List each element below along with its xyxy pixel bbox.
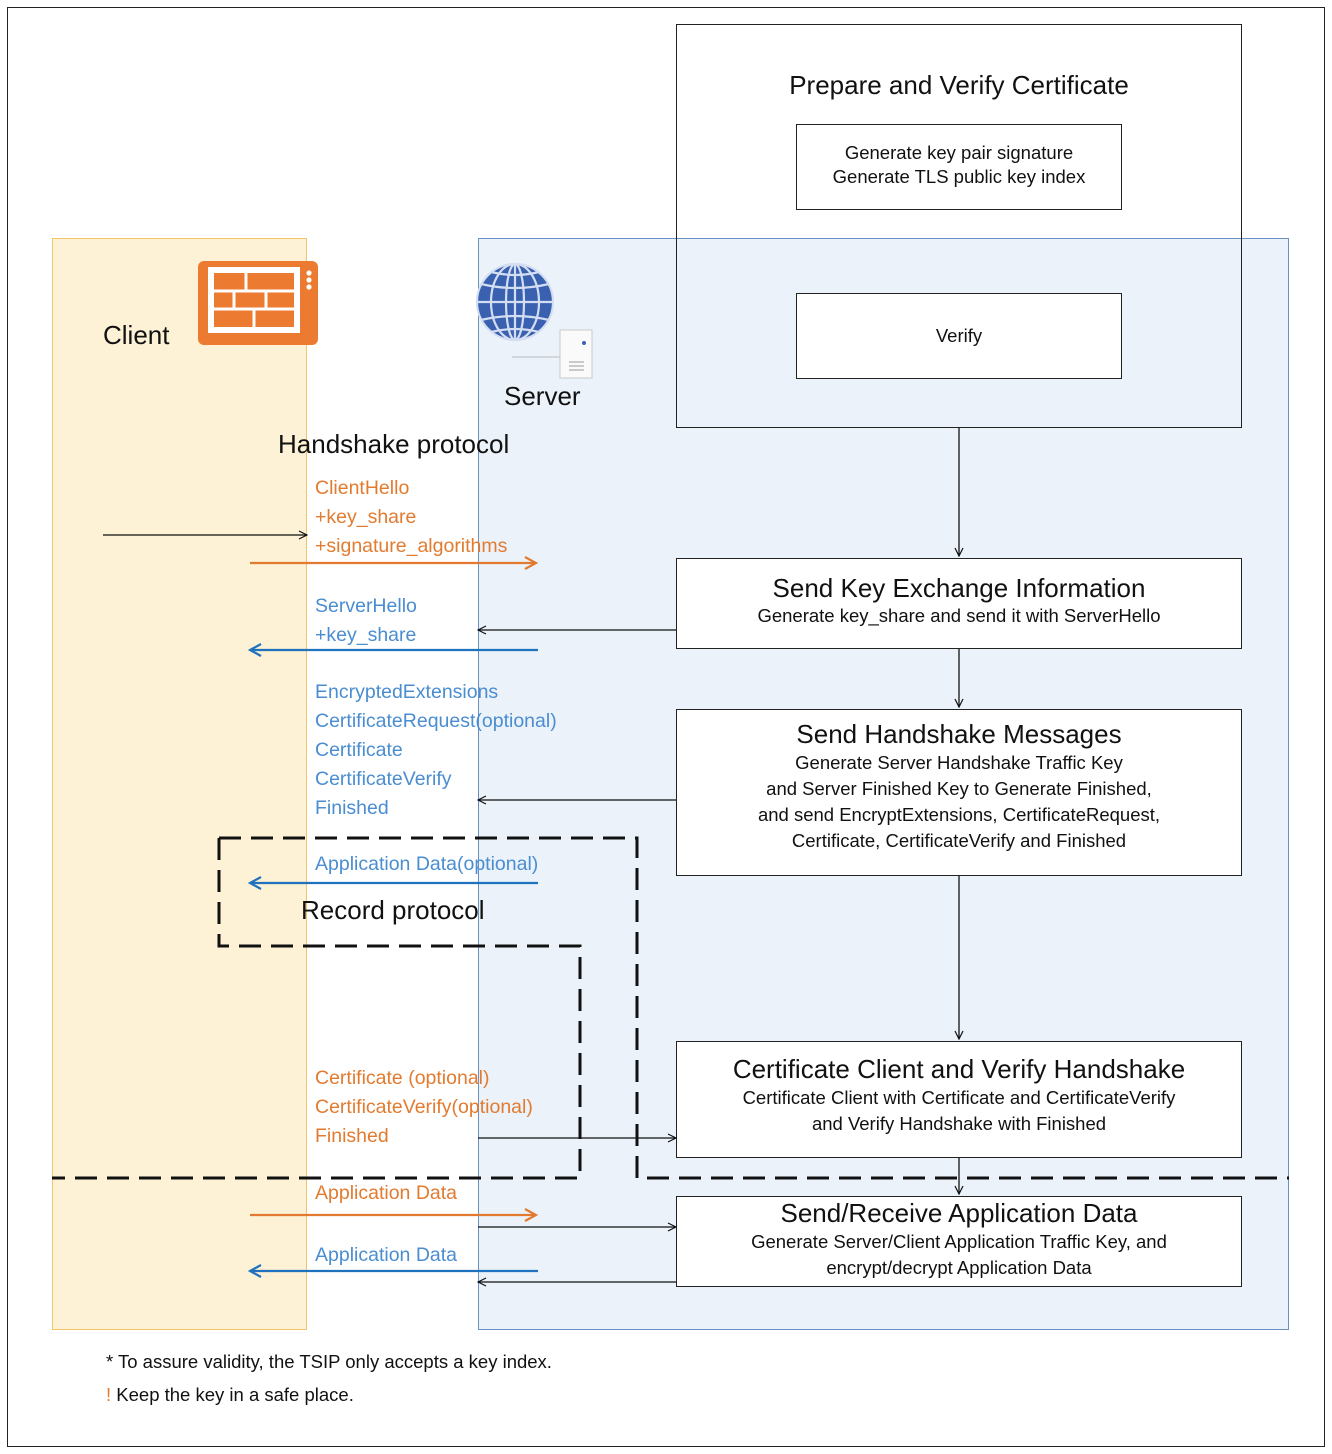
message-line: +signature_algorithms: [315, 535, 508, 557]
footnote-key-index: * To assure validity, the TSIP only acce…: [106, 1351, 552, 1372]
message-line: EncryptedExtensions: [315, 681, 499, 703]
message-line: CertificateVerify: [315, 768, 452, 790]
application-data-title: Send/Receive Application Data: [780, 1198, 1138, 1228]
footnote-text: Keep the key in a safe place.: [111, 1384, 354, 1405]
client-lane: [52, 238, 307, 1330]
handshake-messages-line: and Server Finished Key to Generate Fini…: [766, 778, 1152, 799]
application-data-optional-message: Application Data(optional): [315, 853, 539, 875]
handshake-messages-line: and send EncryptExtensions, CertificateR…: [757, 804, 1161, 825]
server-label: Server: [504, 381, 581, 411]
record-protocol-label: Record protocol: [301, 895, 485, 925]
diagram-frame: [7, 7, 1325, 1447]
message-line: Finished: [315, 1125, 389, 1147]
footnote-keep-key: ! Keep the key in a safe place.: [106, 1380, 354, 1409]
handshake-protocol-label: Handshake protocol: [278, 429, 510, 459]
message-line: ServerHello: [315, 595, 417, 617]
encrypted-messages: EncryptedExtensions CertificateRequest(o…: [315, 678, 557, 823]
globe-server-icon: [475, 262, 593, 379]
handshake-messages-title: Send Handshake Messages: [796, 719, 1122, 749]
record-protocol-boundary: [52, 838, 582, 1180]
client-label: Client: [103, 320, 170, 350]
message-line: CertificateRequest(optional): [315, 710, 557, 732]
message-line: Certificate (optional): [315, 1067, 490, 1089]
verify-label: Verify: [935, 325, 983, 346]
client-hello-message: ClientHello +key_share +signature_algori…: [315, 474, 507, 561]
certificate-client-box: Certificate Client and Verify Handshake …: [676, 1041, 1242, 1158]
server-hello-message: ServerHello +key_share: [315, 592, 417, 650]
certificate-client-title: Certificate Client and Verify Handshake: [732, 1054, 1186, 1084]
message-line: +key_share: [315, 624, 417, 646]
application-data-server-message: Application Data: [315, 1244, 458, 1266]
message-line: Certificate: [315, 739, 403, 761]
client-certificate-message: Certificate (optional) CertificateVerify…: [315, 1064, 533, 1151]
prepare-certificate-title: Prepare and Verify Certificate: [789, 70, 1129, 100]
certificate-client-line: and Verify Handshake with Finished: [811, 1113, 1107, 1134]
message-line: Finished: [315, 797, 389, 819]
verify-box: Verify: [796, 293, 1122, 379]
application-data-line: Generate Server/Client Application Traff…: [751, 1231, 1167, 1252]
application-data-client-message: Application Data: [315, 1182, 458, 1204]
key-exchange-box: Send Key Exchange Information Generate k…: [676, 558, 1242, 649]
application-data-box: Send/Receive Application Data Generate S…: [676, 1196, 1242, 1287]
handshake-messages-line: Generate Server Handshake Traffic Key: [795, 752, 1123, 773]
message-line: CertificateVerify(optional): [315, 1096, 533, 1118]
prepare-certificate-box: Prepare and Verify Certificate: [676, 24, 1242, 428]
application-data-line: encrypt/decrypt Application Data: [826, 1257, 1092, 1278]
generate-key-line-1: Generate key pair signature: [844, 142, 1074, 163]
message-line: ClientHello: [315, 477, 410, 499]
warning-icon: !: [106, 1384, 112, 1405]
key-exchange-line: Generate key_share and send it with Serv…: [757, 605, 1161, 626]
message-line: +key_share: [315, 506, 417, 528]
generate-key-box: Generate key pair signature Generate TLS…: [796, 124, 1122, 210]
tablet-icon: [198, 261, 318, 345]
handshake-messages-line: Certificate, CertificateVerify and Finis…: [791, 830, 1127, 851]
key-exchange-title: Send Key Exchange Information: [772, 573, 1146, 603]
generate-key-line-2: Generate TLS public key index: [832, 166, 1086, 187]
certificate-client-line: Certificate Client with Certificate and …: [742, 1087, 1176, 1108]
handshake-messages-box: Send Handshake Messages Generate Server …: [676, 709, 1242, 876]
record-protocol-boundary: [219, 836, 1289, 1180]
